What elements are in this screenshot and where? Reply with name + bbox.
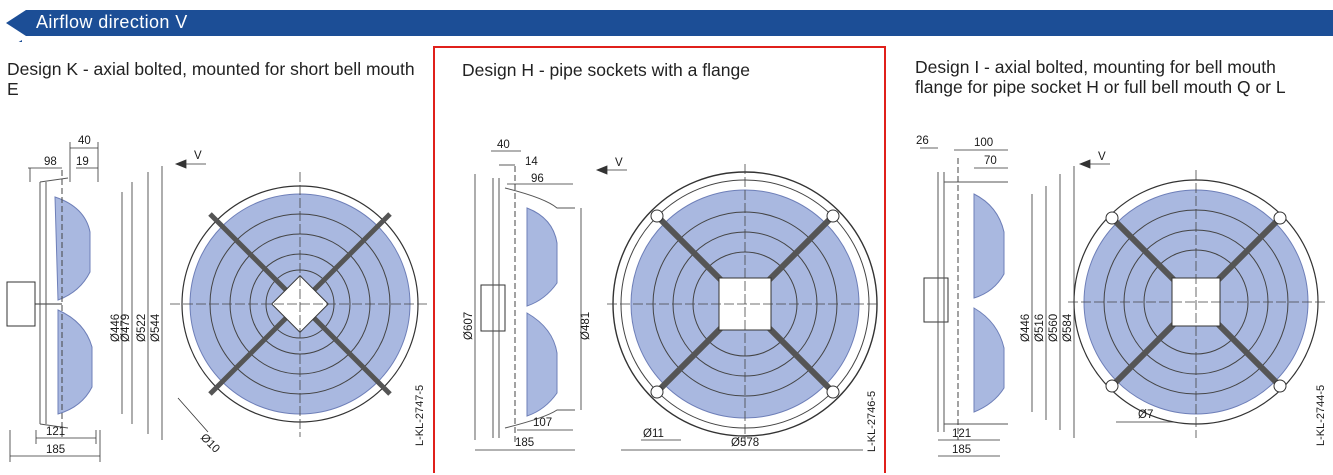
dim-i-446: Ø446 <box>1020 314 1032 342</box>
dim-k-121: 121 <box>46 426 65 438</box>
dim-i-100: 100 <box>974 137 993 149</box>
drawing-design-h: 40 14 96 V Ø607 Ø481 107 185 Ø11 Ø578 L-… <box>463 139 879 452</box>
airflow-banner <box>6 10 1333 42</box>
fan-front-view-i <box>1068 170 1326 438</box>
arrow-left-icon <box>18 40 22 42</box>
fan-front-view-h <box>607 164 879 444</box>
dim-i-7: Ø7 <box>1138 409 1153 421</box>
dim-i-560: Ø560 <box>1048 314 1060 342</box>
panel-design-i: Design I - axial bolted, mounting for be… <box>890 42 1333 473</box>
dim-lines-h <box>474 150 863 451</box>
dim-i-185: 185 <box>952 444 971 456</box>
dim-h-107: 107 <box>533 417 552 429</box>
dim-k-479: Ø479 <box>120 314 132 342</box>
drawing-code-i: L-KL-2744-5 <box>1315 385 1327 446</box>
drawing-design-k: 40 98 19 V Ø446 Ø479 Ø522 Ø544 Ø10 121 1… <box>6 135 430 462</box>
dim-h-185: 185 <box>515 437 534 449</box>
fan-side-view-k <box>6 170 93 440</box>
dim-h-40: 40 <box>497 139 510 151</box>
caption-design-h: Design H - pipe sockets with a flange <box>462 60 750 80</box>
banner-title: Airflow direction V <box>36 12 188 32</box>
caption-design-i: Design I - axial bolted, mounting for be… <box>915 57 1286 97</box>
dim-h-607: Ø607 <box>463 312 475 340</box>
fan-side-view-h <box>480 166 575 444</box>
dim-lines-k <box>9 142 206 462</box>
dim-k-446: Ø446 <box>110 314 122 342</box>
dim-h-v: V <box>615 157 623 169</box>
dim-i-v: V <box>1098 151 1106 163</box>
dim-h-11: Ø11 <box>643 428 664 440</box>
dim-k-522: Ø522 <box>136 314 148 342</box>
dim-k-40: 40 <box>78 135 91 147</box>
dim-i-70: 70 <box>984 155 997 167</box>
dim-k-10: Ø10 <box>198 432 222 456</box>
dim-i-584: Ø584 <box>1062 313 1074 342</box>
dim-i-26: 26 <box>916 135 929 147</box>
dim-k-v: V <box>194 150 202 162</box>
dim-i-121: 121 <box>952 428 971 440</box>
fan-side-view-i <box>923 158 1008 440</box>
drawing-design-i: 26 100 70 V Ø446 Ø516 Ø560 Ø584 Ø7 121 1… <box>916 135 1327 457</box>
dim-i-516: Ø516 <box>1034 314 1046 342</box>
caption-design-k: Design K - axial bolted, mounted for sho… <box>7 59 415 99</box>
dim-k-185: 185 <box>46 444 65 456</box>
drawing-code-h: L-KL-2746-5 <box>866 391 878 452</box>
dim-h-14: 14 <box>525 156 538 168</box>
dim-h-96: 96 <box>531 173 544 185</box>
panel-design-h: Design H - pipe sockets with a flange <box>433 46 886 473</box>
dim-h-481: Ø481 <box>580 312 592 340</box>
fan-front-view-k <box>170 172 430 437</box>
drawing-code-k: L-KL-2747-5 <box>414 385 426 446</box>
dim-k-19: 19 <box>76 156 89 168</box>
panel-design-k: Design K - axial bolted, mounted for sho… <box>0 42 432 473</box>
dim-k-544: Ø544 <box>150 313 162 342</box>
dim-h-578: Ø578 <box>731 437 759 449</box>
dim-k-98: 98 <box>44 156 57 168</box>
